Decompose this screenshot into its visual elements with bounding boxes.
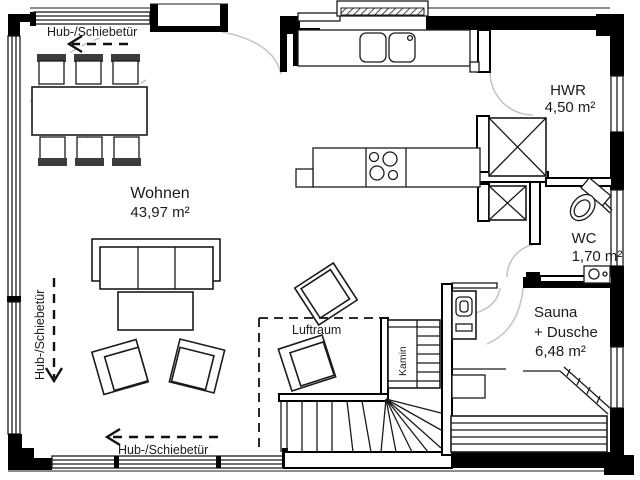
room-labels: Hub-/Schiebetür Hub-/Schiebetür Hub-/Sch… — [33, 25, 622, 457]
armchair — [293, 261, 359, 327]
entry-door-recess — [150, 3, 228, 32]
luftraum-boundary — [258, 317, 386, 452]
wall-hwr-wc — [545, 177, 613, 187]
wall-bottom-stairs — [283, 451, 453, 469]
label-wc-area: 1,70 m² — [572, 248, 623, 265]
shower-tray — [451, 374, 486, 399]
sink-icon — [388, 32, 416, 63]
wall-top-right — [426, 16, 610, 30]
sauna-fixtures — [450, 290, 612, 453]
wall-wc-left — [529, 181, 541, 245]
wc-fixtures — [569, 176, 612, 284]
cooktop-icon — [368, 151, 399, 181]
sofa — [91, 238, 221, 290]
wall-bottom-sauna — [452, 452, 610, 468]
armchair — [168, 338, 226, 394]
armchair — [90, 338, 150, 396]
window-kitchen-bay — [280, 0, 429, 30]
wall-hwr-left — [477, 29, 491, 73]
sink-icon — [359, 32, 387, 63]
wall-sauna-top — [523, 281, 610, 288]
staircase — [280, 398, 442, 453]
living-area — [90, 238, 359, 396]
label-sliding-top: Hub-/Schiebetür — [47, 25, 137, 39]
kitchen-island — [312, 147, 481, 188]
shafts — [488, 117, 547, 221]
window-left-sliding-door — [7, 35, 21, 435]
kitchen — [295, 29, 481, 188]
chair — [38, 136, 67, 166]
coffee-table — [117, 291, 194, 331]
dining-chairs — [37, 54, 141, 166]
label-hwr: HWR — [550, 82, 586, 99]
chair — [37, 54, 66, 85]
interior-walls — [278, 29, 613, 456]
label-luftraum: Luftraum — [292, 323, 341, 337]
label-sauna: Sauna — [534, 304, 578, 321]
sliding-door-arrows — [44, 34, 218, 447]
label-sliding-bottom: Hub-/Schiebetür — [118, 443, 208, 457]
chair — [75, 136, 104, 166]
label-wc: WC — [572, 230, 597, 247]
kamin-block — [387, 319, 441, 389]
dining-table — [31, 86, 148, 136]
wall-corner-bottomleft — [8, 434, 52, 470]
wall-stair-top — [278, 393, 389, 402]
label-sauna-area: 6,48 m² — [535, 343, 586, 360]
label-hwr-area: 4,50 m² — [545, 99, 596, 116]
chair — [111, 54, 140, 85]
label-sliding-left: Hub-/Schiebetür — [33, 290, 47, 380]
window-bottom-sliding-door — [51, 455, 285, 469]
label-sauna-sub: + Dusche — [534, 324, 598, 341]
washbasin-icon — [583, 265, 611, 284]
shaft-small-x — [488, 185, 527, 221]
wall-corner-bottomright — [604, 455, 634, 475]
armchair — [277, 333, 337, 393]
chair — [112, 136, 141, 166]
label-wohnen-area: 43,97 m² — [130, 204, 189, 221]
dining-area — [31, 54, 148, 166]
sauna-oven-icon — [451, 290, 477, 340]
faucet-icon — [406, 34, 414, 42]
sauna-bench — [450, 415, 608, 453]
wall-sauna-top-left — [451, 282, 498, 289]
label-wohnen: Wohnen — [130, 185, 189, 202]
chair — [74, 54, 103, 85]
shaft-large-x — [488, 117, 547, 177]
glass-screen — [523, 366, 612, 415]
wall-stair-west — [380, 317, 389, 402]
toilet-icon — [569, 176, 612, 222]
label-kamin: Kamin — [397, 346, 409, 376]
wall-right — [610, 14, 624, 458]
